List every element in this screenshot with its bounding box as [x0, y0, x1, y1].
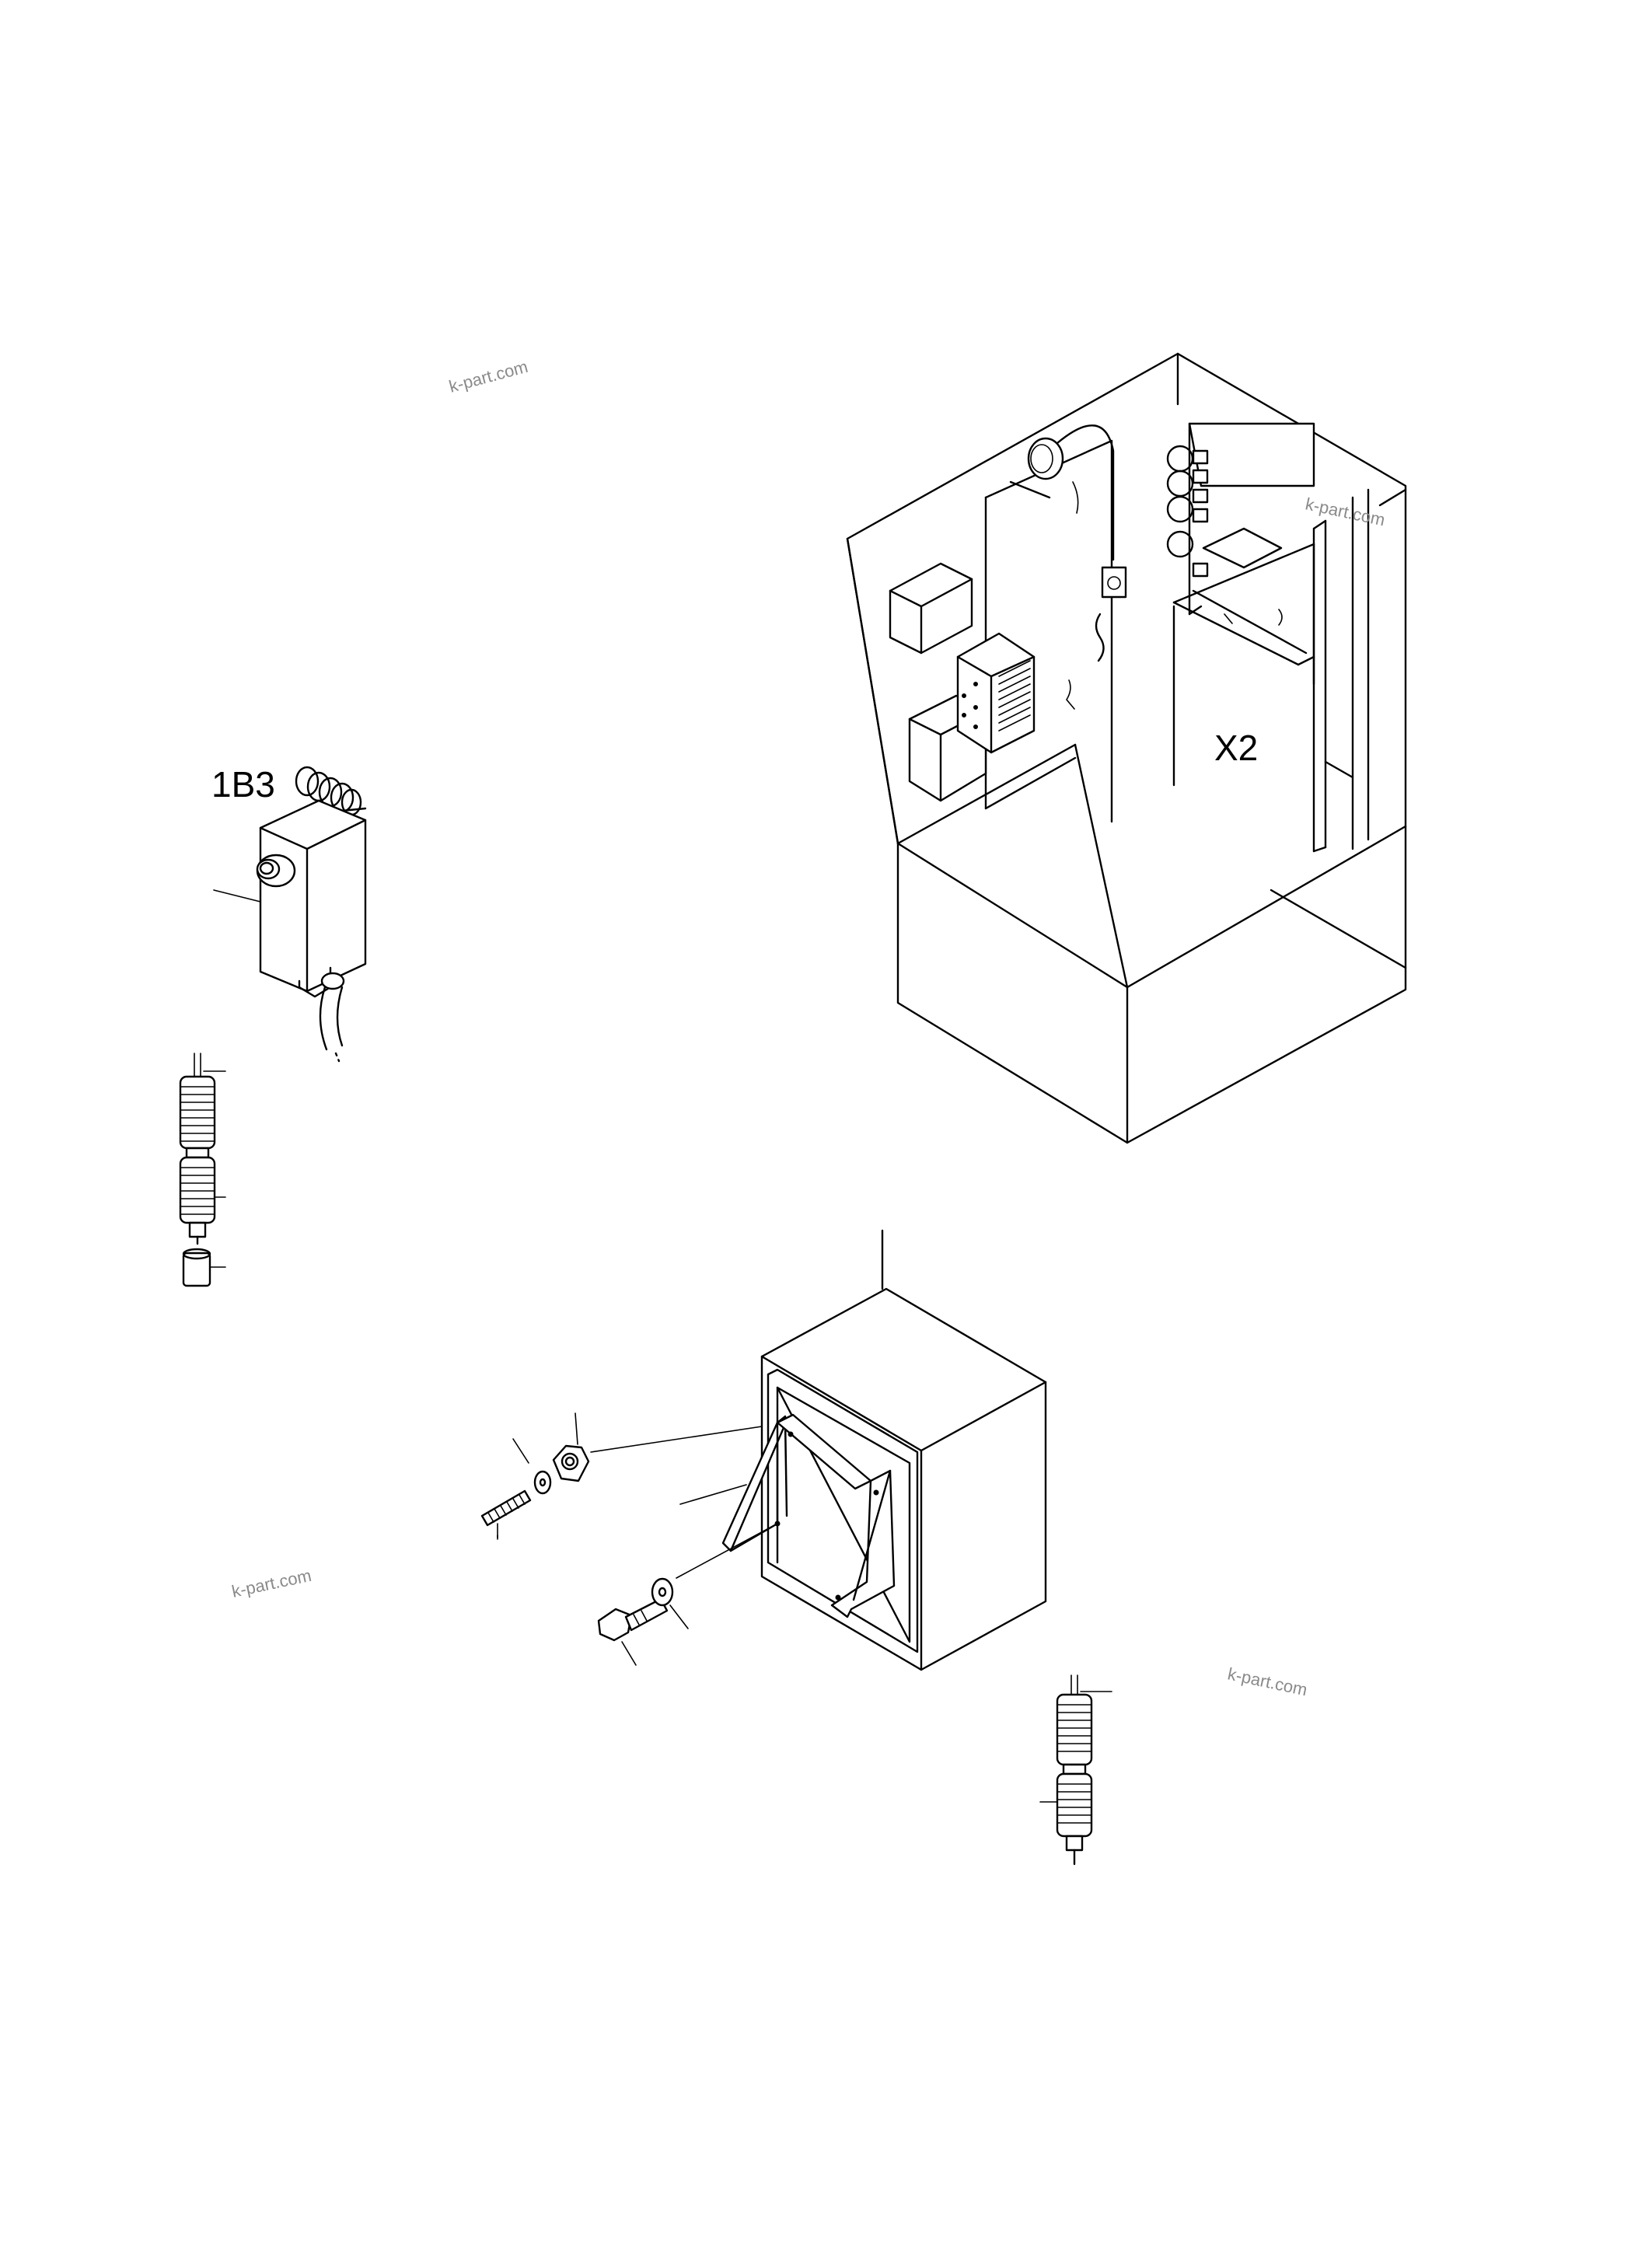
thermostat-body — [259, 799, 367, 998]
watermark-2: k-part.com — [1304, 494, 1387, 529]
enclosure-box — [760, 1287, 1047, 1671]
leader-washer — [676, 1523, 778, 1579]
side-rails — [1312, 488, 1407, 853]
hardware-set — [480, 1412, 689, 1666]
hex-bolt-icon — [597, 1597, 669, 1642]
leader-bracket — [679, 1484, 747, 1505]
leader-nut — [590, 1426, 763, 1453]
stud-bolt-icon — [480, 1489, 532, 1527]
relay-block-upper — [889, 562, 973, 655]
cable-gland-lower — [179, 1156, 216, 1224]
flat-washer-icon — [651, 1577, 674, 1607]
cable-gland-right-lower — [1056, 1772, 1093, 1838]
connector-label-x2: X2 — [1214, 728, 1258, 768]
thermostat-assembly: 1B3 — [211, 764, 367, 1063]
washer-icon — [533, 1470, 552, 1495]
fan-unit — [1027, 424, 1115, 561]
heater-unit — [956, 632, 1036, 754]
watermark-1: k-part.com — [447, 357, 530, 396]
thermostat-label-1b3: 1B3 — [211, 764, 275, 805]
cable-gland-set-right — [1039, 1674, 1112, 1866]
cable-gland-right-upper — [1056, 1693, 1093, 1766]
enclosure-assembly — [590, 1229, 1047, 1671]
cable-gland-upper — [179, 1075, 216, 1150]
terminal-strip — [1166, 422, 1315, 616]
leader-line — [213, 889, 261, 903]
switch-device — [1095, 566, 1127, 662]
adjustment-knob-icon — [256, 854, 296, 888]
cable-gland-set-left — [179, 1053, 226, 1287]
cable-end — [1066, 679, 1075, 710]
cabinet-assembly: X2 — [846, 352, 1407, 1144]
watermark-4: k-part.com — [1226, 1664, 1309, 1699]
end-cap-icon — [182, 1248, 211, 1287]
nut-icon — [552, 1444, 590, 1482]
capillary-cable — [319, 972, 345, 1063]
bracket-right — [830, 1469, 896, 1618]
back-panel — [984, 439, 1113, 823]
watermark-3: k-part.com — [230, 1566, 313, 1601]
mounting-rail — [1172, 527, 1315, 686]
